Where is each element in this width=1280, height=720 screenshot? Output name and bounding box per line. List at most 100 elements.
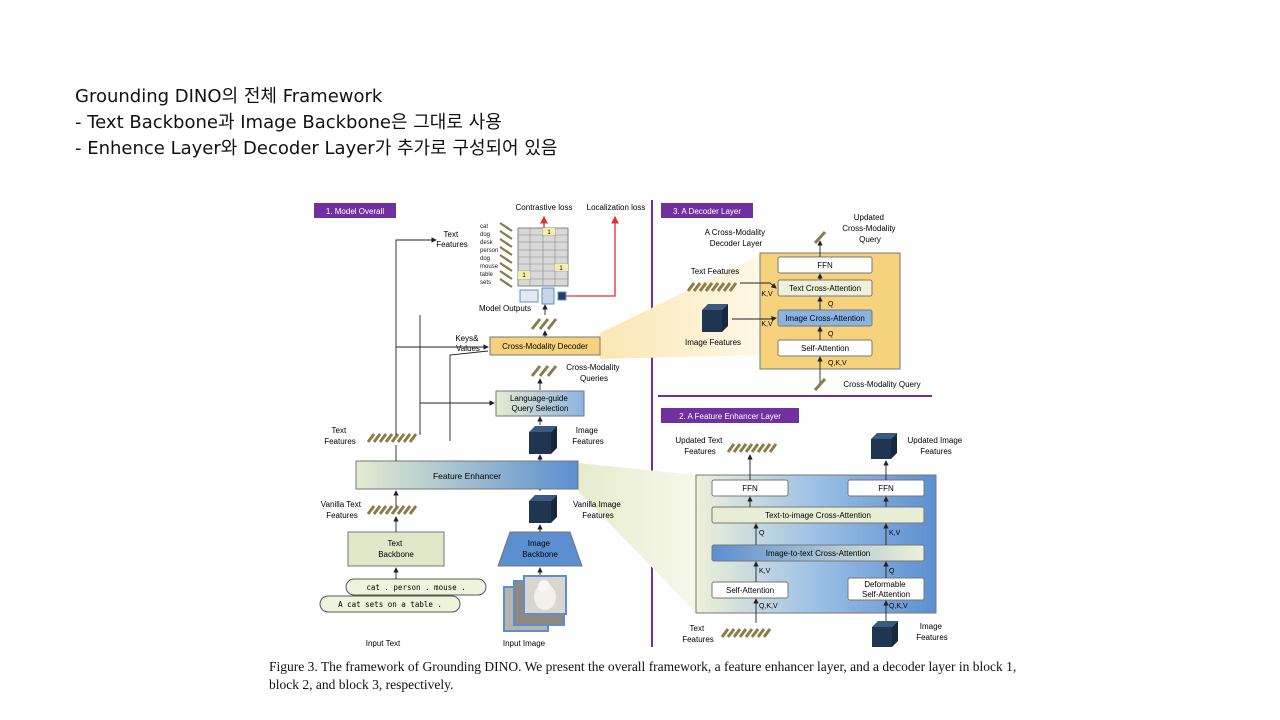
localization-loss-arrow — [564, 215, 619, 297]
panel1-title-badge — [314, 203, 396, 218]
decoder-kv-text: K,V — [761, 291, 773, 298]
text-to-image-cross-attention-box — [711, 506, 925, 524]
cm-queries-label: Cross-Modality Queries — [566, 363, 622, 383]
text-features-top-label: Text Features — [436, 230, 468, 249]
enhancer-ffn-text-label: FFN — [742, 484, 758, 493]
word-token-column — [499, 222, 513, 288]
slide-text: Grounding DINO의 전체 Framework - Text Back… — [75, 84, 557, 162]
input-caption-1: cat . person . mouse . — [366, 583, 465, 592]
image-backbone-trapezoid — [497, 531, 583, 567]
box-query-thumbnails — [519, 287, 567, 305]
cross-modality-query-label: Cross-Modality Query — [843, 380, 920, 389]
decoder-q-image: Q — [828, 331, 834, 338]
decoder-image-cross-attention-label: Image Cross-Attention — [785, 314, 865, 323]
grounding-dino-framework-figure: 1. Model Overall Contrastive loss Locali… — [314, 200, 965, 648]
image-to-text-cross-attention-label: Image-to-text Cross-Attention — [766, 549, 870, 558]
slide-bullet-1: - Text Backbone과 Image Backbone은 그대로 사용 — [75, 112, 502, 133]
enhancer-flow-lines — [747, 454, 889, 623]
decoder-kv-image: K,V — [761, 321, 773, 328]
text-to-image-cross-attention-label: Text-to-image Cross-Attention — [765, 511, 871, 520]
image-backbone-label: Image Backbone — [522, 539, 558, 559]
model-outputs-label: Model Outputs — [479, 304, 531, 313]
cross-modality-decoder-label: Cross-Modality Decoder — [502, 342, 588, 351]
input-caption-bubble-2 — [319, 595, 461, 613]
panel2-title: 2. A Feature Enhancer Layer — [679, 412, 781, 421]
enhancer-zoom-beam — [578, 463, 696, 613]
svg-text:dog: dog — [480, 256, 490, 262]
similarity-matrix: 1 1 1 — [517, 227, 569, 287]
svg-text:1: 1 — [559, 266, 563, 272]
enhancer-text-features-label: Text Features — [682, 624, 714, 644]
svg-text:1: 1 — [522, 273, 526, 279]
decoder-q-text: Q — [828, 301, 834, 308]
updated-image-features-cube — [871, 433, 897, 459]
svg-text:cat: cat — [480, 224, 488, 230]
decoder-self-attention-box — [777, 339, 873, 357]
text-backbone-box — [347, 531, 445, 567]
enhancer-ffn-image-label: FFN — [878, 484, 894, 493]
decoder-text-cross-attention-label: Text Cross-Attention — [789, 284, 861, 293]
vanilla-text-features-label: Vanilla Text Features — [321, 500, 363, 520]
deformable-self-attention-label: Deformable Self-Attention — [862, 580, 910, 599]
decoder-layer-name: A Cross-Modality Decoder Layer — [705, 228, 768, 248]
enhancer-qkv-right: Q,K,V — [889, 603, 908, 610]
enhancer-q-upper: Q — [759, 530, 765, 537]
decoder-text-cross-attention-box — [777, 279, 873, 297]
decoder-qkv: Q,K,V — [828, 360, 847, 367]
slide-title: Grounding DINO의 전체 Framework — [75, 86, 383, 107]
output-query-tokens — [530, 318, 558, 330]
input-image-label: Input Image — [503, 639, 546, 648]
enhancer-image-features-label: Image Features — [916, 622, 948, 642]
updated-query-label: Updated Cross-Modality Query — [842, 213, 898, 244]
cross-modality-query-token — [813, 377, 827, 392]
decoder-text-feature-tokens — [686, 282, 738, 292]
decoder-image-features-cube — [702, 304, 728, 332]
input-text-label: Input Text — [366, 639, 401, 648]
updated-text-feature-tokens — [726, 443, 778, 453]
enhancer-qkv-left: Q,K,V — [759, 603, 778, 610]
panel3-title: 3. A Decoder Layer — [673, 207, 741, 216]
updated-text-features-label: Updated Text Features — [675, 436, 724, 456]
enhancer-kv-upper: K,V — [889, 530, 901, 537]
word-list: cat dog desk person dog mouse table sets — [480, 224, 499, 286]
updated-image-features-label: Updated Image Features — [908, 436, 965, 456]
enhancer-text-feature-tokens — [720, 628, 772, 638]
decoder-image-cross-attention-box — [777, 309, 873, 327]
contrastive-loss-label: Contrastive loss — [516, 203, 573, 212]
text-features-mid-tokens — [366, 433, 418, 443]
panel1-flow-lines — [393, 237, 548, 510]
decoder-self-attention-label: Self-Attention — [801, 344, 849, 353]
image-features-cube — [529, 426, 557, 454]
feature-enhancer-label: Feature Enhancer — [433, 471, 501, 481]
panel1-title: 1. Model Overall — [326, 207, 384, 216]
image-to-text-cross-attention-box — [711, 544, 925, 562]
svg-text:person: person — [480, 248, 498, 254]
vanilla-text-tokens — [366, 505, 418, 515]
cm-query-tokens — [530, 365, 558, 377]
slide-bullet-2: - Enhence Layer와 Decoder Layer가 추가로 구성되어… — [75, 138, 558, 159]
language-guide-query-selection-box — [495, 390, 585, 417]
panel2-title-badge — [661, 408, 799, 423]
decoder-text-features-label: Text Features — [691, 267, 739, 276]
svg-text:mouse: mouse — [480, 264, 499, 270]
decoder-ffn-box — [777, 256, 873, 274]
language-guide-query-selection-label: Language-guide Query Selection — [510, 394, 570, 413]
localization-loss-label: Localization loss — [587, 203, 646, 212]
text-features-mid-label: Text Features — [324, 426, 356, 446]
vanilla-image-cube — [529, 495, 557, 523]
panel3-title-badge — [661, 203, 753, 218]
decoder-zoom-beam — [600, 255, 760, 359]
keys-values-label: Keys& Values — [455, 334, 480, 353]
input-image-photos — [503, 575, 567, 632]
feature-enhancer-box — [355, 460, 579, 490]
decoder-image-features-label: Image Features — [685, 338, 741, 347]
svg-text:desk: desk — [480, 240, 494, 246]
enhancer-self-attention-box — [711, 581, 789, 599]
enhancer-kv-lower: K,V — [759, 568, 771, 575]
enhancer-self-attention-label: Self-Attention — [726, 586, 774, 595]
text-backbone-label: Text Backbone — [378, 539, 414, 559]
svg-text:dog: dog — [480, 232, 490, 238]
image-features-label: Image Features — [572, 426, 604, 446]
vanilla-image-features-label: Vanilla Image Features — [573, 500, 623, 520]
enhancer-image-features-cube — [872, 621, 898, 647]
